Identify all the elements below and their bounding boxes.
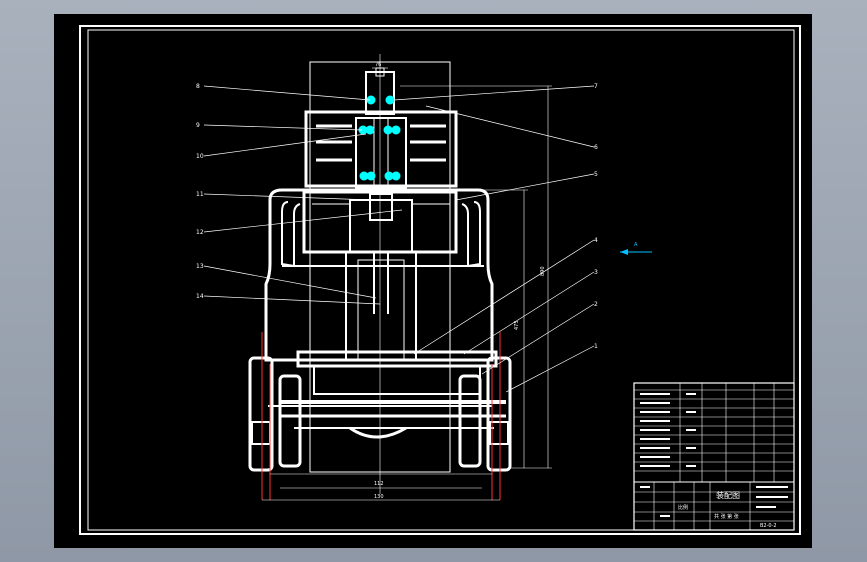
view-marker: A (620, 242, 652, 255)
part-label-9: 9 (196, 122, 200, 129)
dimension-texts: 76 112 130 475 890 (374, 62, 546, 500)
part-label-7: 7 (594, 83, 598, 90)
cad-viewport[interactable]: 8 9 10 11 12 13 14 7 6 5 4 3 2 1 76 112 … (54, 14, 812, 548)
bearings (358, 95, 401, 181)
title-block-filler-text (640, 393, 788, 517)
drawing-number: B2-0-2 (760, 523, 777, 529)
leader-lines (203, 85, 595, 393)
part-label-5: 5 (594, 171, 598, 178)
scale-label: 比例 (678, 504, 688, 511)
outer-frame (79, 25, 801, 535)
red-dimension-lines (261, 332, 501, 500)
part-label-3: 3 (594, 269, 598, 276)
dim-bottom2: 130 (374, 494, 384, 500)
dim-bottom1: 112 (374, 481, 384, 487)
part-label-10: 10 (196, 153, 204, 160)
part-label-2: 2 (594, 301, 598, 308)
dim-top: 76 (375, 62, 381, 68)
part-label-13: 13 (196, 263, 204, 270)
inner-frame (87, 29, 795, 531)
title-block (633, 382, 795, 531)
assembly-drawing: 8 9 10 11 12 13 14 7 6 5 4 3 2 1 76 112 … (54, 14, 812, 548)
view-marker-label: A (634, 242, 638, 248)
drawing-title: 装配图 (716, 490, 740, 500)
part-label-1: 1 (594, 343, 598, 350)
part-label-14: 14 (196, 293, 204, 300)
dim-side1: 475 (514, 320, 520, 330)
part-labels: 8 9 10 11 12 13 14 7 6 5 4 3 2 1 (196, 83, 598, 350)
part-label-11: 11 (196, 191, 204, 198)
part-label-12: 12 (196, 229, 204, 236)
part-label-4: 4 (594, 237, 598, 244)
part-label-8: 8 (196, 83, 200, 90)
dim-side2: 890 (540, 266, 546, 276)
sheet-label: 共 张 第 张 (714, 513, 739, 520)
part-label-6: 6 (594, 144, 598, 151)
dimension-lines (262, 54, 552, 501)
